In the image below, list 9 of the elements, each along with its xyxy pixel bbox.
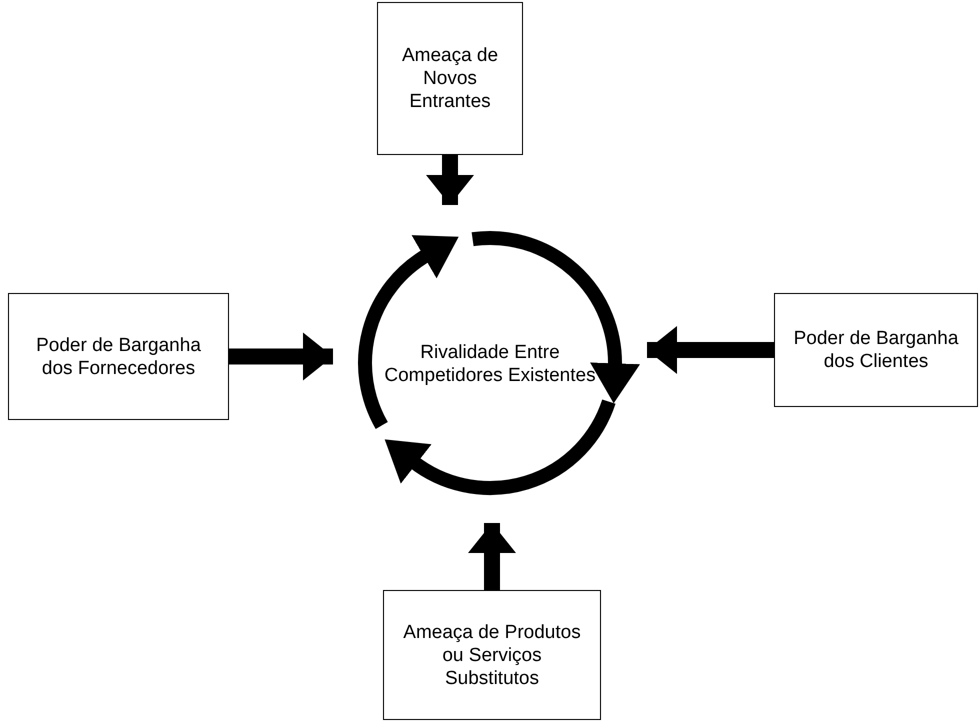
text-box: Ameaça de Produtos ou Serviços Substitutos <box>383 590 601 720</box>
block-arrow <box>426 155 474 205</box>
block-arrow <box>647 326 774 374</box>
block-arrow <box>229 332 333 380</box>
text-box: Ameaça de Novos Entrantes <box>377 2 523 155</box>
text-box: Poder de Barganha dos Clientes <box>774 293 978 407</box>
block-arrow <box>468 523 516 590</box>
center-label: Rivalidade Entre Competidores Existentes <box>383 341 597 387</box>
text-box: Poder de Barganha dos Fornecedores <box>8 293 229 420</box>
